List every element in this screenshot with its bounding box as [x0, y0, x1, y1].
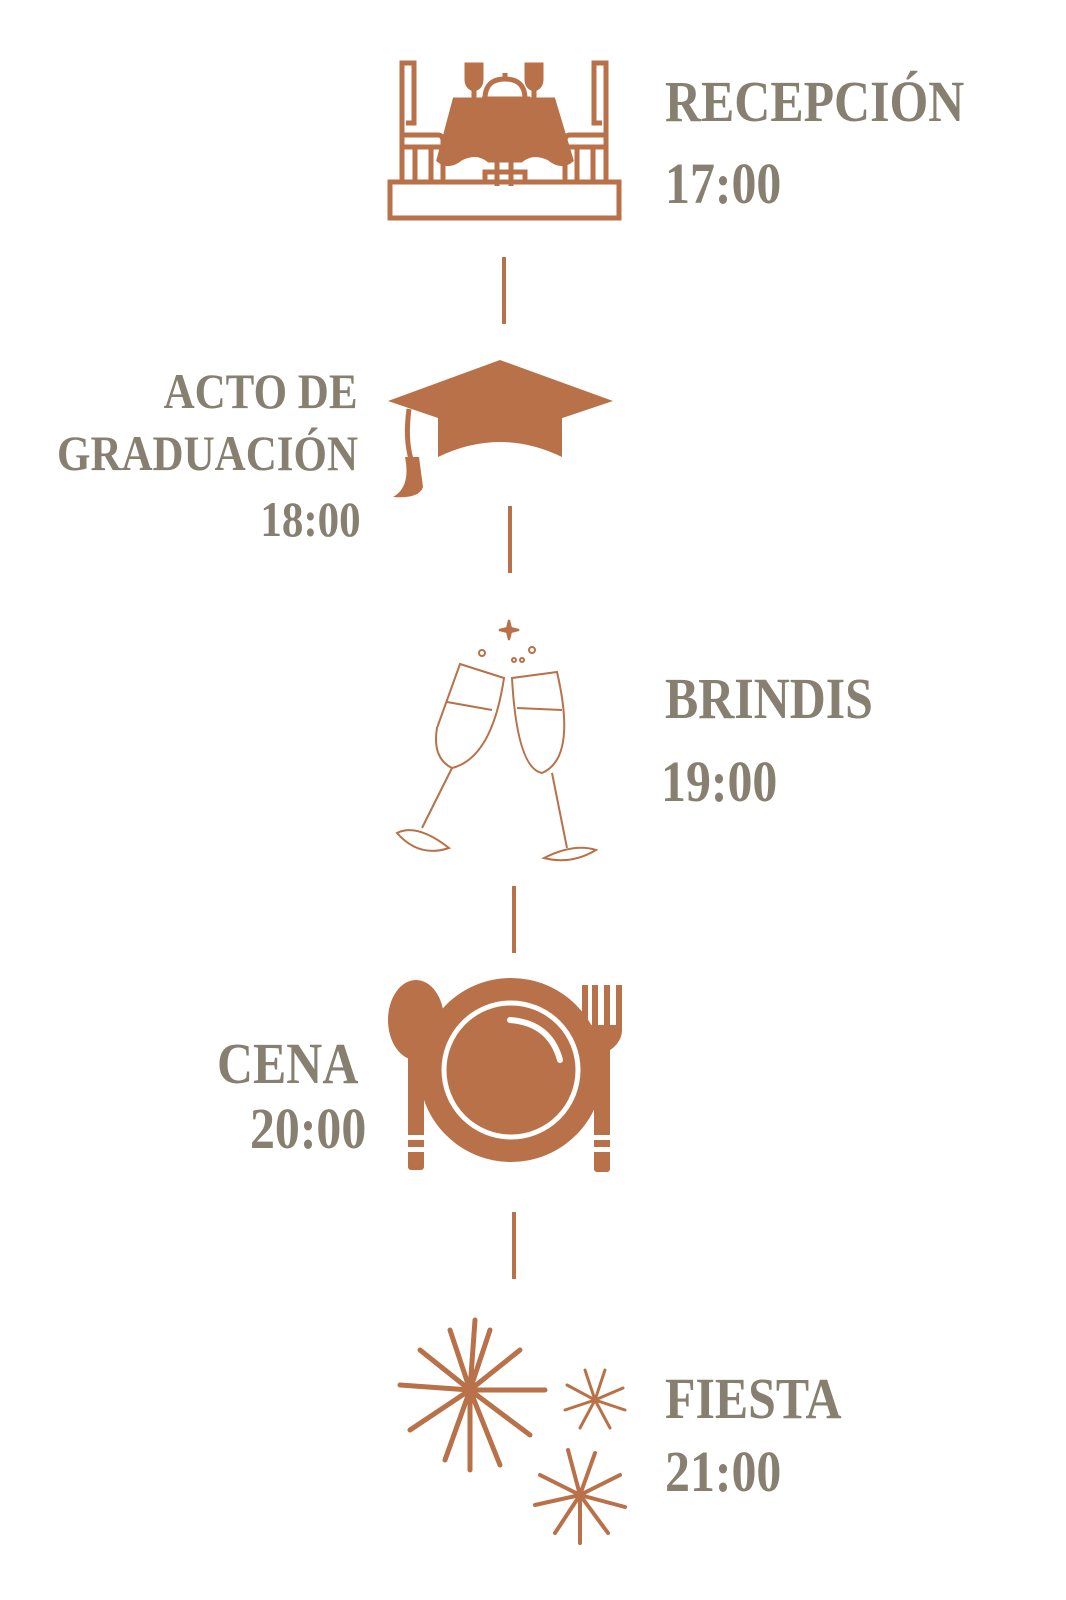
event-time-recepcion: 17:00 [665, 151, 782, 216]
event-time-cena: 20:00 [249, 1096, 366, 1161]
event-title-recepcion: RECEPCIÓN [665, 69, 965, 134]
champagne-toast-icon [395, 619, 599, 862]
dinner-table-icon [387, 60, 622, 221]
event-title-graduacion-line2: GRADUACIÓN [57, 425, 358, 481]
fireworks-icon [397, 1317, 627, 1545]
event-title-graduacion-line1: ACTO DE [164, 363, 358, 419]
event-title-brindis: BRINDIS [665, 666, 873, 731]
event-time-brindis: 19:00 [661, 749, 778, 814]
event-time-fiesta: 21:00 [665, 1439, 782, 1504]
timeline-divider [508, 506, 512, 573]
timeline-divider [512, 886, 516, 953]
event-time-graduacion: 18:00 [260, 491, 361, 547]
event-title-fiesta: FIESTA [665, 1366, 842, 1431]
plate-cutlery-icon [388, 978, 622, 1172]
timeline-divider [502, 257, 506, 324]
timeline-divider [512, 1212, 516, 1279]
event-title-cena: CENA [216, 1031, 358, 1096]
graduation-cap-icon [388, 360, 613, 498]
